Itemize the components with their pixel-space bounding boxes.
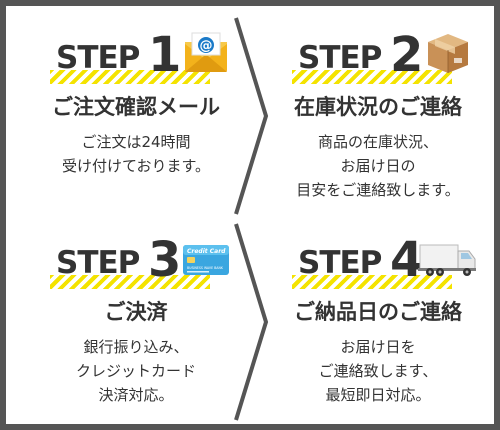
yellow-stripe xyxy=(50,70,210,84)
step-number: 2 xyxy=(390,27,424,83)
step-3-panel: STEP 3 Credit Card BUSINESS WAVE BANK ご決… xyxy=(16,231,256,404)
credit-card-icon: Credit Card BUSINESS WAVE BANK xyxy=(183,245,229,275)
yellow-stripe xyxy=(292,70,452,84)
step-1-title: ご注文確認メール xyxy=(52,95,220,119)
description-line: 商品の在庫状況、 xyxy=(317,133,438,151)
description-line: お届け日の xyxy=(340,157,416,175)
box-icon xyxy=(428,34,468,73)
step-2-description: 商品の在庫状況、 お届け日の 目安をご連絡致します。 xyxy=(258,130,498,202)
description-line: お届け日を xyxy=(340,338,416,356)
step-label: STEP xyxy=(56,245,140,281)
step-label: STEP xyxy=(298,245,382,281)
svg-text:BUSINESS WAVE BANK: BUSINESS WAVE BANK xyxy=(187,266,224,270)
step-3-header: STEP 3 Credit Card BUSINESS WAVE BANK xyxy=(16,231,256,291)
step-2-title: 在庫状況のご連絡 xyxy=(294,95,462,119)
step-4-title: ご納品日のご連絡 xyxy=(294,300,462,324)
description-line: 目安をご連絡致します。 xyxy=(296,181,460,199)
step-4-header: STEP 4 xyxy=(258,231,498,291)
step-1-panel: STEP 1 @ ご注文確認メール ご注文は24時間 受け付けております。 xyxy=(16,26,256,175)
svg-text:Credit Card: Credit Card xyxy=(187,248,226,255)
chevron-right-icon xyxy=(234,223,269,421)
step-4-description: お届け日を ご連絡致します、 最短即日対応。 xyxy=(258,335,498,407)
step-3-description: 銀行振り込み、 クレジットカード 決済対応。 xyxy=(16,335,256,407)
description-line: 最短即日対応。 xyxy=(325,386,431,404)
step-number: 4 xyxy=(390,232,424,288)
description-line: 決済対応。 xyxy=(98,386,174,404)
description-line: ご連絡致します、 xyxy=(318,362,438,380)
step-2-panel: STEP 2 在庫状況のご連絡 商品の在庫状況、 お届け日の 目安をご連絡致しま… xyxy=(258,26,498,199)
chevron-right-icon xyxy=(234,17,269,215)
step-label: STEP xyxy=(298,40,382,76)
step-label: STEP xyxy=(56,40,140,76)
yellow-stripe xyxy=(292,275,452,289)
mail-icon: @ xyxy=(185,32,227,72)
step-number: 3 xyxy=(148,232,182,288)
step-number: 1 xyxy=(148,27,182,83)
description-line: ご注文は24時間 xyxy=(81,133,191,151)
step-2-header: STEP 2 xyxy=(258,26,498,86)
step-1-description: ご注文は24時間 受け付けております。 xyxy=(16,130,256,178)
description-line: 受け付けております。 xyxy=(61,157,211,175)
step-1-header: STEP 1 @ xyxy=(16,26,256,86)
yellow-stripe xyxy=(50,275,210,289)
truck-icon xyxy=(418,244,476,276)
description-line: 銀行振り込み、 xyxy=(83,338,189,356)
step-3-title: ご決済 xyxy=(104,300,168,324)
svg-text:@: @ xyxy=(200,39,213,54)
description-line: クレジットカード xyxy=(75,362,196,380)
step-4-panel: STEP 4 ご納品日のご連絡 お届け日を ご連絡致します、 最短即日対応。 xyxy=(258,231,498,404)
